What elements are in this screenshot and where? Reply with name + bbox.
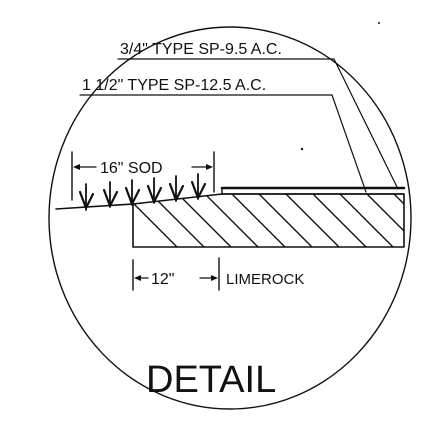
limerock-hatch (133, 194, 404, 247)
asphalt-layers (220, 186, 406, 195)
course-callouts (79, 58, 399, 193)
sod-width-label: 16" SOD (100, 160, 163, 177)
base-course-label: 1 1/2" TYPE SP-12.5 A.C. (82, 77, 266, 94)
limerock-layer (132, 193, 405, 248)
detail-title: DETAIL (146, 359, 276, 401)
limerock-label: LIMEROCK (226, 271, 304, 288)
limerock-dimension (132, 257, 220, 291)
scan-dot (378, 22, 380, 24)
surface-course-label: 3/4" TYPE SP-9.5 A.C. (120, 41, 282, 58)
detail-circle (48, 26, 412, 410)
limerock-width-label: 12" (151, 271, 174, 288)
ground-line (55, 203, 134, 210)
sod-dimension (71, 151, 215, 201)
scan-dot (300, 147, 304, 151)
sod-marks (78, 173, 207, 211)
